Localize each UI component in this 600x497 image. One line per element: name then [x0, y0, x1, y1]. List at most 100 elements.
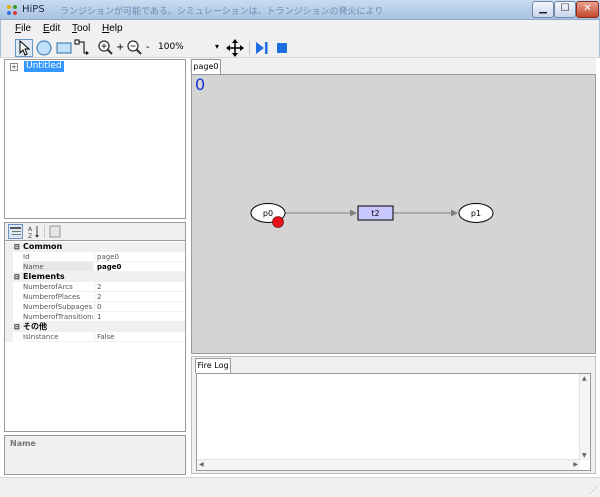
property-name: IsInstance: [23, 332, 93, 342]
tree-expand-icon[interactable]: +: [10, 63, 18, 71]
collapse-icon[interactable]: ⊟: [14, 273, 20, 281]
menu-help[interactable]: Help: [102, 23, 123, 34]
collapse-icon[interactable]: ⊟: [14, 323, 20, 331]
transition-t2-label: t2: [371, 209, 379, 218]
petri-net-diagram: p0 t2 p1: [250, 203, 494, 228]
property-value[interactable]: 2: [94, 282, 185, 292]
scroll-down-icon[interactable]: ▼: [582, 452, 587, 459]
property-name: NumberofPlaces: [23, 292, 93, 302]
property-grid: ⊟ Common Id page0 Name page0 ⊟ Elements …: [4, 240, 186, 432]
collapse-icon[interactable]: ⊟: [14, 243, 20, 251]
property-row-isinstance[interactable]: IsInstance False: [5, 332, 185, 342]
menu-edit[interactable]: Edit: [43, 23, 60, 34]
menu-edit-hotkey: E: [43, 23, 50, 34]
resize-grip-icon[interactable]: ⋰: [589, 486, 597, 495]
property-row-numberoftransitions[interactable]: NumberofTransitions 1: [5, 312, 185, 322]
fire-log-text[interactable]: ▲ ▼ ◀ ▶: [196, 373, 591, 471]
property-row-numberofplaces[interactable]: NumberofPlaces 2: [5, 292, 185, 302]
place-p1-shape[interactable]: [458, 203, 494, 223]
property-value[interactable]: page0: [94, 252, 185, 262]
main-toolbar: + - 100% ▾: [0, 38, 600, 58]
property-name: Name: [23, 262, 93, 272]
category-other[interactable]: ⊟ その他: [5, 322, 185, 332]
property-pages-button[interactable]: [48, 224, 63, 239]
step-run-icon: [256, 42, 268, 54]
property-value[interactable]: 1: [94, 312, 185, 322]
sort-az-icon: AZ: [28, 226, 39, 240]
place-circle-icon: [36, 40, 52, 56]
property-row-name[interactable]: Name page0: [5, 262, 185, 272]
zoom-in-button[interactable]: [97, 39, 114, 57]
property-row-numberofsubpages[interactable]: NumberofSubpages 0: [5, 302, 185, 312]
property-name: Id: [23, 252, 93, 262]
menu-help-label: elp: [109, 23, 123, 34]
category-elements[interactable]: ⊟ Elements: [5, 272, 185, 282]
property-row-id[interactable]: Id page0: [5, 252, 185, 262]
place-p0[interactable]: p0: [250, 203, 286, 228]
tab-fire-log[interactable]: Fire Log: [195, 358, 231, 373]
row-gutter: [5, 312, 13, 322]
menu-tool-label: ool: [77, 23, 91, 34]
category-common[interactable]: ⊟ Common: [5, 242, 185, 252]
transition-tool-button[interactable]: [55, 39, 73, 57]
log-horizontal-scrollbar[interactable]: ◀ ▶: [197, 459, 580, 470]
place-tool-button[interactable]: [35, 39, 53, 57]
categorized-view-button[interactable]: [8, 224, 23, 239]
category-label: Common: [23, 242, 63, 251]
menu-tool[interactable]: Tool: [72, 23, 90, 34]
minimize-button[interactable]: ▁: [532, 1, 554, 18]
property-pages-icon: [49, 225, 61, 238]
transition-t2[interactable]: t2: [357, 205, 394, 221]
scroll-left-icon[interactable]: ◀: [199, 461, 204, 468]
categorized-icon: [10, 227, 21, 235]
status-bar: ⋰: [0, 477, 600, 497]
row-gutter: [5, 262, 13, 272]
arc-tool-button[interactable]: [74, 39, 92, 57]
property-value[interactable]: 2: [94, 292, 185, 302]
zoom-out-button[interactable]: [126, 39, 143, 57]
zoom-level-select[interactable]: 100%: [158, 42, 184, 52]
token-marker: [272, 216, 284, 228]
transition-rect-icon: [56, 42, 72, 54]
scroll-up-icon[interactable]: ▲: [582, 375, 587, 382]
close-button[interactable]: ✕: [576, 1, 599, 18]
place-p1[interactable]: p1: [458, 203, 494, 223]
document-tabstrip: page0: [190, 58, 596, 75]
menu-file-label: ile: [21, 23, 32, 34]
background-window-text: ランジションが可能である。シミュレーションは、トランジションの発火により: [60, 7, 384, 17]
place-p1-label: p1: [471, 209, 481, 218]
maximize-button[interactable]: ☐: [554, 1, 576, 18]
net-canvas[interactable]: 0 p0 t2 p1: [191, 74, 596, 354]
zoom-in-plus: +: [116, 42, 125, 53]
menu-bar: File Edit Tool Help: [0, 20, 600, 38]
property-row-numberofarcs[interactable]: NumberofArcs 2: [5, 282, 185, 292]
row-gutter: [5, 282, 13, 292]
property-value[interactable]: page0: [94, 262, 185, 272]
zoom-out-icon: [127, 40, 142, 55]
description-title: Name: [10, 439, 36, 448]
transition-t2-shape[interactable]: [357, 205, 394, 221]
fire-log-panel: Fire Log ▲ ▼ ◀ ▶: [191, 356, 596, 474]
property-value[interactable]: 0: [94, 302, 185, 312]
app-icon: [7, 5, 17, 15]
tab-page0[interactable]: page0: [191, 59, 221, 75]
row-gutter: [5, 302, 13, 312]
menu-file[interactable]: File: [15, 23, 31, 34]
stop-button[interactable]: [274, 39, 290, 57]
zoom-in-icon: [98, 40, 113, 55]
step-run-button[interactable]: [254, 39, 270, 57]
pointer-tool-button[interactable]: [15, 39, 33, 57]
move-tool-button[interactable]: [226, 39, 244, 57]
tree-node-untitled[interactable]: Untitled: [24, 61, 64, 72]
log-vertical-scrollbar[interactable]: ▲ ▼: [579, 374, 590, 460]
row-gutter: [5, 252, 13, 262]
menu-edit-label: dit: [49, 23, 61, 34]
property-value[interactable]: False: [94, 332, 185, 342]
property-description: Name: [4, 435, 186, 475]
page-tree: + Untitled: [4, 59, 186, 219]
window-title: HiPS: [22, 4, 45, 15]
title-bar: HiPS ランジションが可能である。シミュレーションは、トランジションの発火によ…: [0, 0, 600, 20]
scroll-right-icon[interactable]: ▶: [573, 461, 578, 468]
zoom-dropdown-icon[interactable]: ▾: [215, 42, 220, 51]
